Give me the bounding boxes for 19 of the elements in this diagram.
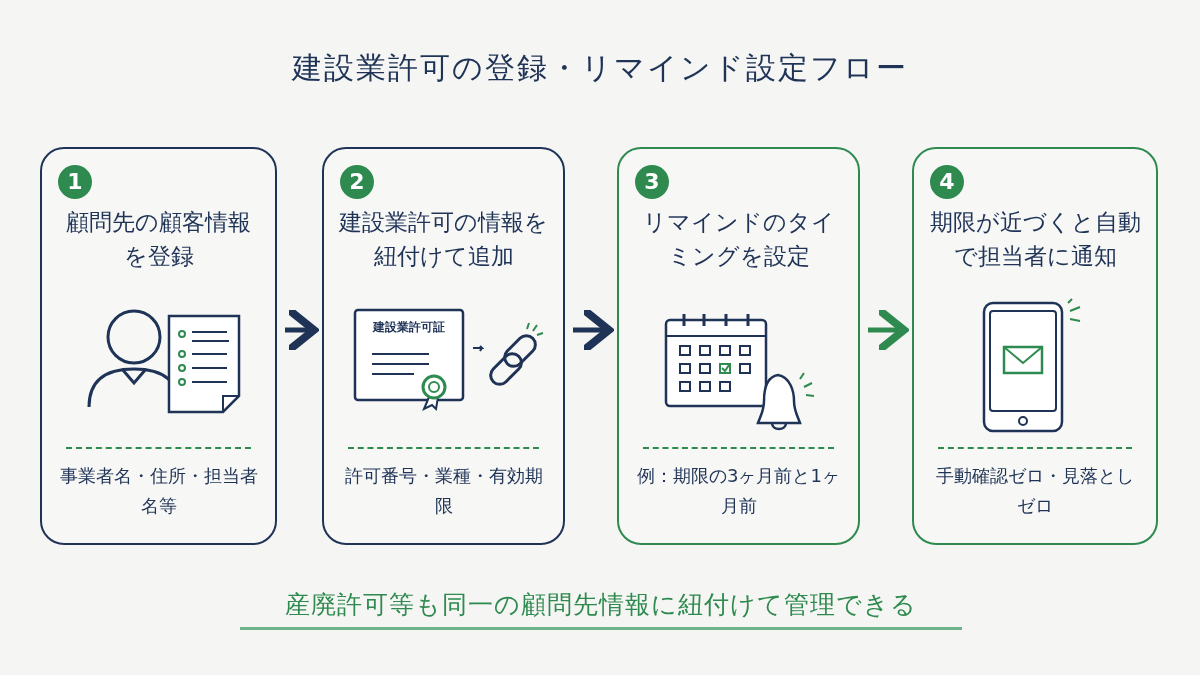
diagram-title: 建設業許可の登録・リマインド設定フロー	[290, 49, 909, 87]
step-description: 許可番号・業種・有効期限	[343, 464, 544, 518]
step-heading: 顧問先の顧客情報を登録	[65, 208, 252, 271]
step-card	[40, 147, 277, 545]
step-number: 2	[340, 165, 374, 199]
note-text: 産廃許可等も同一の顧問先情報に紐付けて管理できる	[240, 588, 962, 630]
step-heading: 建設業許可の情報を紐付けて追加	[338, 208, 549, 271]
certificate-title: 建設業許可証	[371, 319, 446, 336]
step-description: 例：期限の3ヶ月前と1ヶ月前	[636, 464, 841, 518]
step-card	[322, 147, 565, 545]
step-card	[617, 147, 860, 545]
step-number: 3	[635, 165, 669, 199]
step-number: 1	[58, 165, 92, 199]
step-description: 手動確認ゼロ・見落としゼロ	[935, 464, 1135, 518]
step-card	[912, 147, 1158, 545]
step-heading: 期限が近づくと自動で担当者に通知	[928, 208, 1142, 271]
step-heading: リマインドのタイミングを設定	[641, 208, 836, 271]
step-description: 事業者名・住所・担当者名等	[58, 464, 259, 518]
step-number: 4	[930, 165, 964, 199]
